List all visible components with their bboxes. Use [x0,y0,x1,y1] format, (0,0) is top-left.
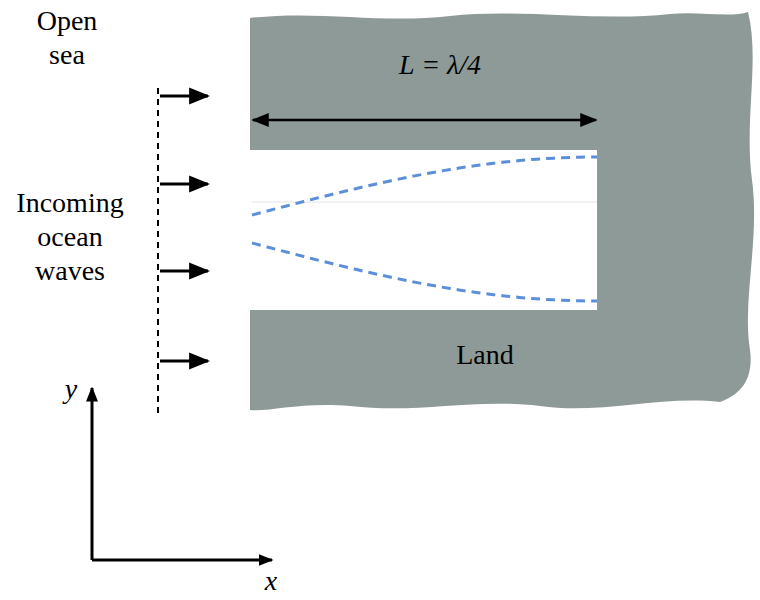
axis-label: y [56,372,86,406]
region-label: Land [430,338,540,372]
wave-label: Incoming ocean waves [0,186,140,288]
dimension-label: L = λ/4 [375,48,505,82]
length-arrow [253,119,596,122]
mode-envelope [252,157,597,215]
mode-envelope [252,243,597,301]
open-sea-boundary [157,88,159,416]
axes [92,388,272,560]
wave-arrows [160,96,208,361]
axis-label: x [256,564,286,598]
land-mass [250,12,754,410]
standing-wave [252,157,597,301]
region-label: Open sea [22,4,112,72]
